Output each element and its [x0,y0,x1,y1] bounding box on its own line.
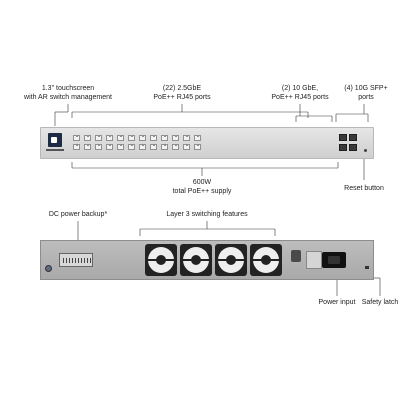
dc-pin [72,258,73,263]
dc-pin [75,258,76,263]
rj45-port-icon[interactable] [183,144,190,150]
layer3-switching-label: Layer 3 switching features [166,211,248,218]
rj45-port-icon[interactable] [117,135,124,141]
rj45-port-icon[interactable] [73,144,80,150]
dc-pin [90,258,91,263]
reset-button-icon[interactable] [364,149,367,152]
rj45-port-icon[interactable] [127,135,135,141]
screen-logo-icon [51,137,57,143]
dc-pin [87,258,88,263]
sfp-ports-label: (4) 10G SFP+ports [344,85,388,101]
ground-screw-icon [45,265,52,272]
rj45-port-icon[interactable] [193,144,201,150]
rj45-port-icon[interactable] [139,135,146,141]
rj45-port-icon[interactable] [161,144,168,150]
brand-logo-icon [291,250,301,262]
rj45-port-icon[interactable] [149,144,157,150]
sfp-port-icon[interactable] [349,144,357,151]
rj45-port-icon[interactable] [127,144,135,150]
rj45-port-icon[interactable] [183,135,190,141]
sfp-port-icon[interactable] [349,134,357,141]
dc-pin [84,258,85,263]
rj45-port-icon[interactable] [161,135,168,141]
rj45-10gbe-label: (2) 10 GbE,PoE++ RJ45 ports [271,85,329,101]
sfp-port-icon[interactable] [339,134,347,141]
regulatory-label [306,251,322,269]
rj45-port-icon[interactable] [139,144,146,150]
dc-pin [63,258,64,263]
reset-button-label: Reset button [344,185,384,192]
fan-icon [215,244,247,276]
fan-icon [180,244,212,276]
dc-pin [78,258,79,263]
rj45-port-icon[interactable] [171,135,179,141]
screen-caption [46,149,64,151]
dc-pin [66,258,67,263]
dc-pin [81,258,82,263]
rj45-port-icon[interactable] [105,144,113,150]
power-inlet-icon[interactable] [322,252,346,268]
power-input-label: Power input [318,299,356,306]
rj45-port-icon[interactable] [171,144,179,150]
rj45-port-icon[interactable] [83,144,91,150]
fan-icon [145,244,177,276]
dc-pin [69,258,70,263]
rj45-port-icon[interactable] [149,135,157,141]
safety-latch-label: Safety latch [361,299,399,306]
switch-rear-panel [40,240,374,280]
rj45-port-icon[interactable] [193,135,201,141]
rj45-port-icon[interactable] [95,135,102,141]
fan-icon [250,244,282,276]
sfp-port-icon[interactable] [339,144,347,151]
safety-latch-icon[interactable] [365,266,369,269]
rj45-port-icon[interactable] [83,135,91,141]
dc-power-backup-label: DC power backup* [48,211,108,218]
rj45-port-icon[interactable] [73,135,80,141]
dc-connector-icon [59,253,93,267]
switch-front-panel [40,127,374,159]
rj45-port-icon[interactable] [95,144,102,150]
rj45-port-icon[interactable] [117,144,124,150]
rj45-port-icon[interactable] [105,135,113,141]
